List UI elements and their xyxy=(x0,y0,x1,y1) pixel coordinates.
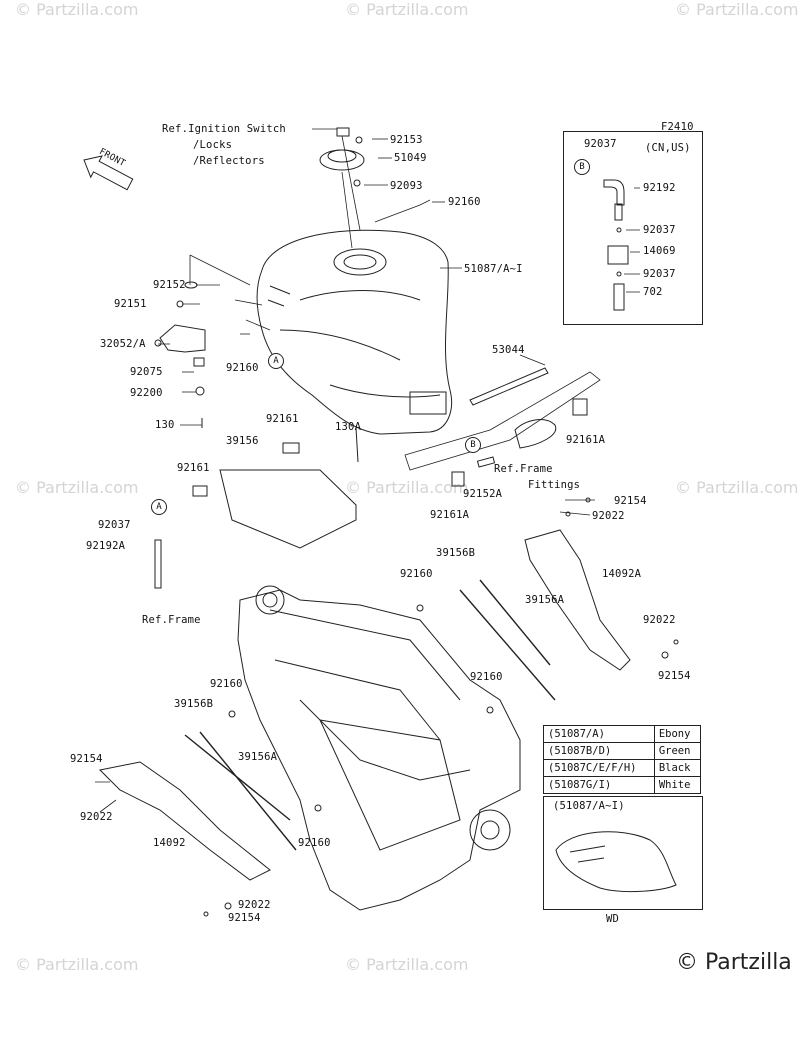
marker-a: A xyxy=(151,499,167,515)
part-label: 130 xyxy=(155,419,175,431)
part-label: 92075 xyxy=(130,366,163,378)
part-label: 14069 xyxy=(643,245,676,257)
watermark: © Partzilla.com xyxy=(345,478,469,497)
seat-pad-shape xyxy=(192,442,357,549)
part-label: 92200 xyxy=(130,387,163,399)
part-label: 39156 xyxy=(226,435,259,447)
part-label: 92152 xyxy=(153,279,186,291)
part-label: 92154 xyxy=(658,670,691,682)
part-label: 39156B xyxy=(174,698,214,710)
part-label: 92022 xyxy=(643,614,676,626)
part-label: 92160 xyxy=(210,678,243,690)
part-label: 92037 xyxy=(643,268,676,280)
color-name-cell: Black xyxy=(653,759,702,777)
part-label: 14092A xyxy=(602,568,642,580)
inset-box xyxy=(563,131,703,325)
fuel-cap-shape xyxy=(319,127,365,187)
ref-ignition-label: /Locks xyxy=(193,139,233,151)
frame-strip-shape xyxy=(184,579,556,851)
marker-b: B xyxy=(465,437,481,453)
part-label: 92160 xyxy=(470,671,503,683)
part-label: 51049 xyxy=(394,152,427,164)
marker-b: B xyxy=(574,159,590,175)
part-label: 92022 xyxy=(592,510,625,522)
part-label: 92022 xyxy=(238,899,271,911)
watermark: © Partzilla.com xyxy=(15,478,139,497)
watermark: © Partzilla.com xyxy=(675,0,799,19)
watermark: © Partzilla.com xyxy=(15,955,139,974)
color-chart-table: (51087/A)Ebony(51087B/D)Green(51087C/E/F… xyxy=(543,725,702,794)
part-label: 92037 xyxy=(584,138,617,150)
part-label: 14092 xyxy=(153,837,186,849)
ref-frame-fittings-label: Fittings xyxy=(528,479,581,491)
figure-code: F2410 xyxy=(661,121,694,133)
fastener-shapes xyxy=(203,497,679,917)
part-label: 702 xyxy=(643,286,663,298)
part-label: 53044 xyxy=(492,344,525,356)
watermark: © Partzilla.com xyxy=(345,955,469,974)
watermark: © Partzilla.com xyxy=(675,478,799,497)
brand-logo: © Partzilla xyxy=(676,950,792,975)
watermark: © Partzilla.com xyxy=(15,0,139,19)
inset-region-label: (CN,US) xyxy=(645,142,691,154)
part-label: 130A xyxy=(335,421,362,433)
part-label: 92154 xyxy=(228,912,261,924)
part-label: 32052/A xyxy=(100,338,146,350)
side-cover-right-shape xyxy=(524,529,631,671)
color-code-cell: (51087G/I) xyxy=(543,776,655,794)
part-label: 92022 xyxy=(80,811,113,823)
leader-lines xyxy=(158,128,462,426)
motorcycle-frame-shape xyxy=(237,585,521,911)
part-label: 92093 xyxy=(390,180,423,192)
part-label: 92160 xyxy=(400,568,433,580)
part-label: 92161A xyxy=(566,434,606,446)
part-label: 92160 xyxy=(298,837,331,849)
part-label: 92161A xyxy=(430,509,470,521)
part-label: 92192A xyxy=(86,540,126,552)
part-label: 92160 xyxy=(448,196,481,208)
color-name-cell: Green xyxy=(653,742,702,760)
part-label: 92151 xyxy=(114,298,147,310)
wd-inset-title: (51087/A~I) xyxy=(553,800,625,812)
part-label: 92037 xyxy=(643,224,676,236)
part-label: 92154 xyxy=(70,753,103,765)
wd-inset-caption: WD xyxy=(606,913,620,925)
ref-frame-fittings-label: Ref.Frame xyxy=(494,463,553,475)
part-label: 92154 xyxy=(614,495,647,507)
marker-a: A xyxy=(268,353,284,369)
ref-frame-label: Ref.Frame xyxy=(142,614,201,626)
part-label: 92161 xyxy=(177,462,210,474)
ref-ignition-label: Ref.Ignition Switch xyxy=(162,123,286,135)
part-label: 92037 xyxy=(98,519,131,531)
hose-shape xyxy=(154,539,162,589)
color-name-cell: White xyxy=(653,776,702,794)
part-label: 39156A xyxy=(238,751,278,763)
part-label: 92153 xyxy=(390,134,423,146)
part-label: 39156A xyxy=(525,594,565,606)
side-cover-left-shape xyxy=(98,761,271,881)
wd-inset-box xyxy=(543,796,703,910)
part-label: 51087/A~I xyxy=(464,263,523,275)
part-label: 92152A xyxy=(463,488,503,500)
watermark: © Partzilla.com xyxy=(345,0,469,19)
part-label: 92192 xyxy=(643,182,676,194)
part-label: 92160 xyxy=(226,362,259,374)
frame-fittings-shape xyxy=(355,371,601,487)
ref-ignition-label: /Reflectors xyxy=(193,155,265,167)
front-arrow-icon xyxy=(83,155,134,191)
part-label: 92161 xyxy=(266,413,299,425)
part-label: 39156B xyxy=(436,547,476,559)
color-chart-row: (51087G/I)White xyxy=(543,776,702,794)
rubber-strip-shape xyxy=(469,367,549,406)
